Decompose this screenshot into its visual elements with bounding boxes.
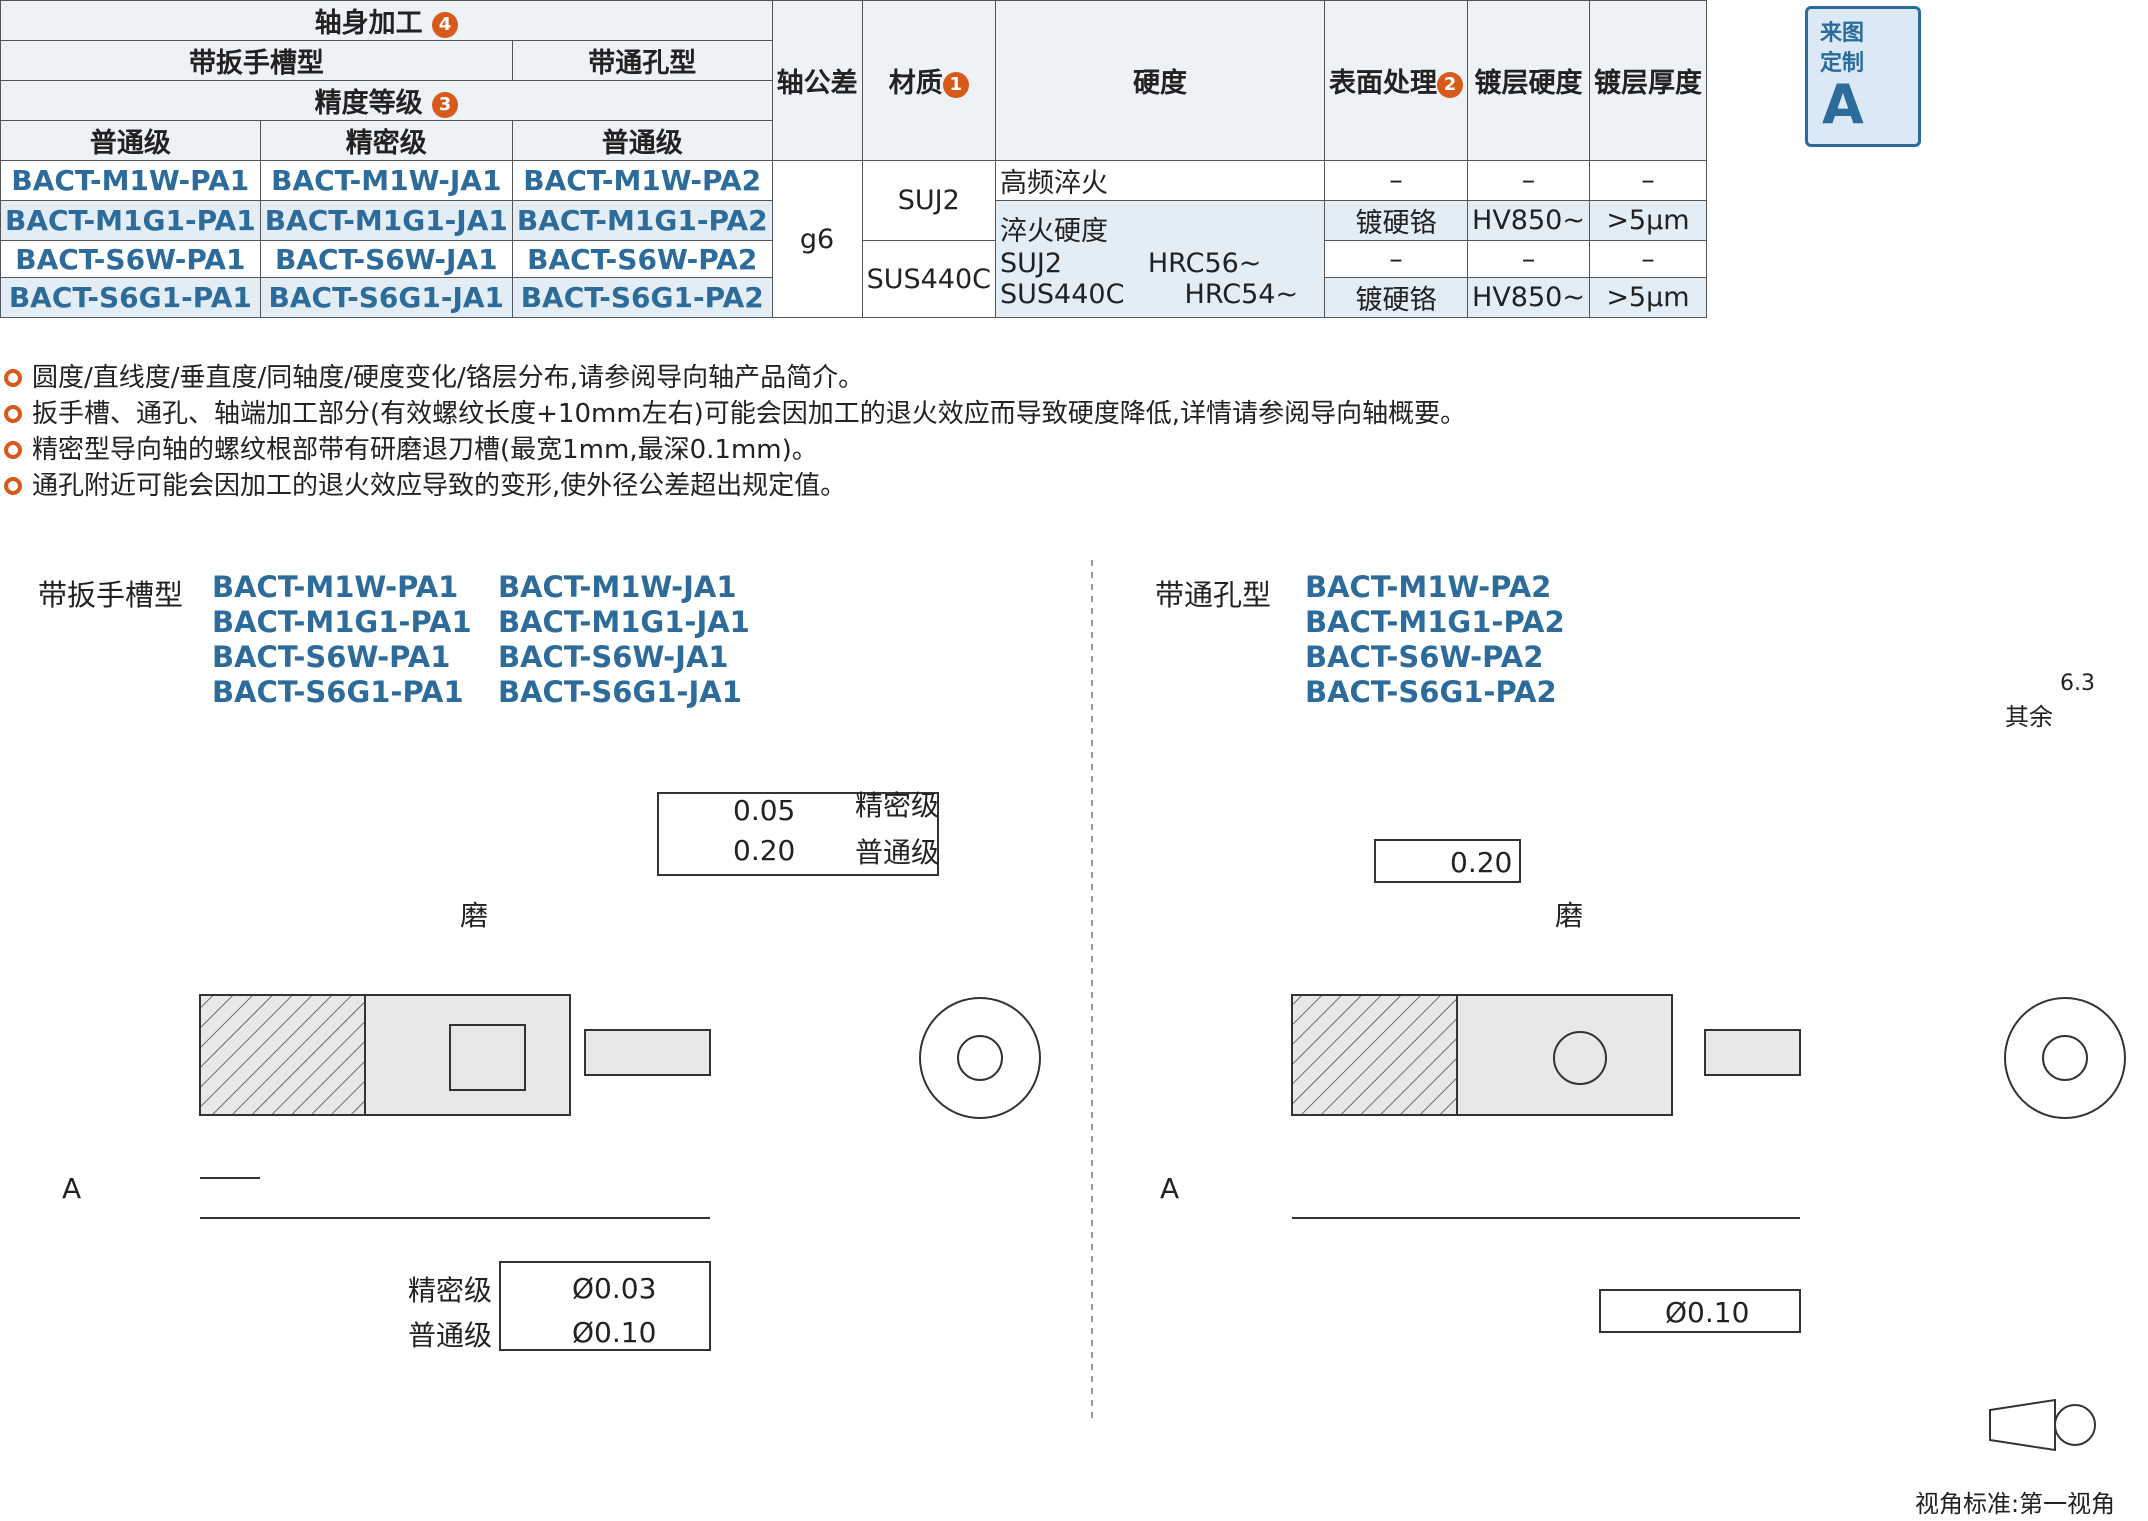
datum-left: A xyxy=(62,1172,81,1205)
right-title: 带通孔型 xyxy=(1155,578,1272,612)
left-coax-tol-1: Ø0.03 xyxy=(572,1272,656,1305)
grind-label-right: 磨 xyxy=(1555,899,1583,932)
right-perp-tol: 0.20 xyxy=(1450,846,1512,879)
grind-label-left: 磨 xyxy=(460,899,488,932)
left-perp-tol-1: 0.05 xyxy=(733,794,795,827)
left-title: 带扳手槽型 xyxy=(38,578,184,612)
rest-label: 其余 xyxy=(2005,703,2053,731)
custom-drawing-stamp[interactable]: 来图 定制 A xyxy=(1805,6,1921,147)
view-standard: 视角标准:第一视角 xyxy=(1915,1490,2115,1518)
datum-right: A xyxy=(1160,1172,1179,1205)
left-grade-2: 普通级 xyxy=(855,836,939,869)
left-perp-tol-2: 0.20 xyxy=(733,834,795,867)
left-coax-grade-1: 精密级 xyxy=(408,1274,492,1307)
left-coax-grade-2: 普通级 xyxy=(408,1319,492,1352)
notes-list: 圆度/直线度/垂直度/同轴度/硬度变化/铬层分布,请参阅导向轴产品简介。 扳手槽… xyxy=(4,360,1466,504)
left-grade-1: 精密级 xyxy=(855,789,939,822)
right-coax-tol: Ø0.10 xyxy=(1665,1296,1749,1329)
left-coax-tol-2: Ø0.10 xyxy=(572,1316,656,1349)
rest-roughness: 6.3 xyxy=(2060,671,2095,696)
